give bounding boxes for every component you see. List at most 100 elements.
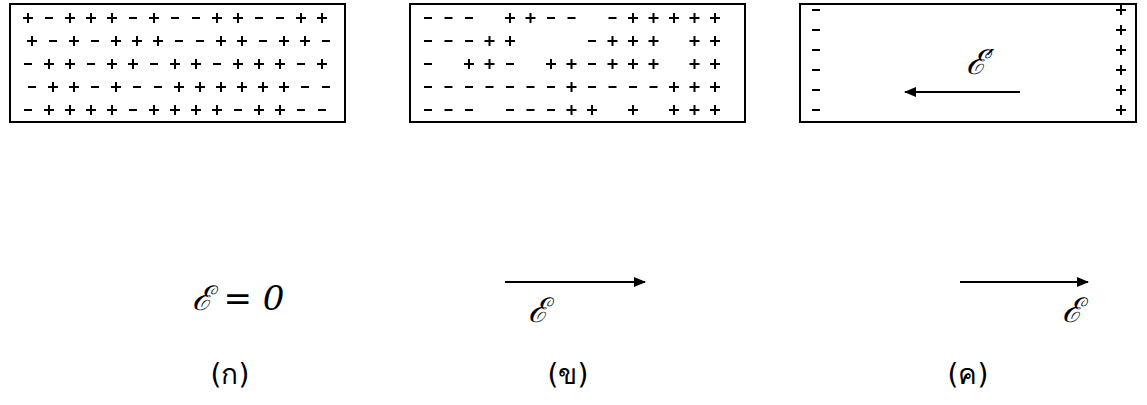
charge-stroke <box>468 59 470 69</box>
charge-stroke <box>445 17 453 19</box>
charge-stroke <box>91 86 99 88</box>
charge-stroke <box>304 36 306 46</box>
charge-stroke <box>73 82 75 92</box>
charge-stroke <box>192 17 200 19</box>
charge-stroke <box>612 59 614 69</box>
charge-stroke <box>1120 45 1122 55</box>
charge-stroke <box>48 105 50 115</box>
charge-stroke <box>588 63 596 65</box>
charge-stroke <box>111 13 113 23</box>
charge-stroke <box>153 105 155 115</box>
charge-stroke <box>588 40 596 42</box>
charge-stroke <box>714 105 716 115</box>
charge-stroke <box>283 36 285 46</box>
part-label: (ค) <box>948 360 989 391</box>
charge-stroke <box>547 109 555 111</box>
charge-stroke <box>694 105 696 115</box>
charge-stroke <box>111 59 113 69</box>
charge-stroke <box>31 36 33 46</box>
charge-stroke <box>568 17 576 19</box>
charge-stroke <box>509 13 511 23</box>
charge-stroke <box>69 13 71 23</box>
charge-stroke <box>812 89 820 91</box>
charge-stroke <box>297 109 305 111</box>
conductor-box <box>800 4 1136 122</box>
charge-stroke <box>1120 25 1122 35</box>
charge-stroke <box>234 109 242 111</box>
charge-stroke <box>465 109 473 111</box>
charge-stroke <box>321 59 323 69</box>
charge-stroke <box>506 109 514 111</box>
charge-stroke <box>465 17 473 19</box>
charge-stroke <box>258 105 260 115</box>
charge-stroke <box>216 105 218 115</box>
charge-stroke <box>424 17 432 19</box>
charge-stroke <box>1120 65 1122 75</box>
charge-stroke <box>673 13 675 23</box>
charge-stroke <box>213 63 221 65</box>
charge-stroke <box>714 59 716 69</box>
charge-stroke <box>694 36 696 46</box>
charge-stroke <box>424 63 432 65</box>
conductor-box <box>410 4 745 122</box>
charge-stroke <box>174 105 176 115</box>
charge-stroke <box>259 40 267 42</box>
charge-stroke <box>24 109 32 111</box>
charge-stroke <box>297 63 305 65</box>
charge-stroke <box>1120 5 1122 15</box>
charge-stroke <box>321 13 323 23</box>
charge-stroke <box>154 86 162 88</box>
charge-stroke <box>283 82 285 92</box>
charge-stroke <box>547 17 555 19</box>
charge-stroke <box>445 109 453 111</box>
charge-stroke <box>812 9 820 11</box>
charge-stroke <box>527 86 535 88</box>
charge-stroke <box>48 59 50 69</box>
charge-stroke <box>279 105 281 115</box>
charge-stroke <box>87 63 95 65</box>
charge-stroke <box>199 82 201 92</box>
charge-stroke <box>241 36 243 46</box>
charge-stroke <box>506 63 514 65</box>
charge-stroke <box>609 86 617 88</box>
charge-stroke <box>632 105 634 115</box>
charge-stroke <box>1120 85 1122 95</box>
charge-stroke <box>424 86 432 88</box>
charge-stroke <box>111 105 113 115</box>
field-arrow <box>505 281 645 283</box>
charge-stroke <box>241 82 243 92</box>
charge-stroke <box>175 40 183 42</box>
charge-stroke <box>174 59 176 69</box>
charge-stroke <box>28 86 36 88</box>
charge-stroke <box>195 105 197 115</box>
charge-stroke <box>571 82 573 92</box>
charge-stroke <box>812 69 820 71</box>
charge-stroke <box>812 29 820 31</box>
charge-stroke <box>216 13 218 23</box>
part-label: (ข) <box>548 360 589 391</box>
charge-stroke <box>694 82 696 92</box>
charge-stroke <box>178 82 180 92</box>
charge-stroke <box>445 86 453 88</box>
charge-stroke <box>653 36 655 46</box>
charge-stroke <box>300 13 302 23</box>
charge-stroke <box>591 105 593 115</box>
field-label: ℰ <box>1062 292 1083 329</box>
charge-stroke <box>49 40 57 42</box>
charge-stroke <box>129 17 137 19</box>
induced-field-label: ℰ′ <box>966 44 995 81</box>
charge-stroke <box>486 86 494 88</box>
charge-stroke <box>653 59 655 69</box>
charge-stroke <box>550 59 552 69</box>
charge-stroke <box>527 109 535 111</box>
charge-stroke <box>196 40 204 42</box>
charge-stroke <box>133 86 141 88</box>
charge-stroke <box>129 109 137 111</box>
charge-stroke <box>27 13 29 23</box>
charge-stroke <box>465 40 473 42</box>
charge-stroke <box>115 82 117 92</box>
charge-stroke <box>506 86 514 88</box>
charge-stroke <box>24 63 32 65</box>
charge-stroke <box>322 40 330 42</box>
charge-stroke <box>220 82 222 92</box>
